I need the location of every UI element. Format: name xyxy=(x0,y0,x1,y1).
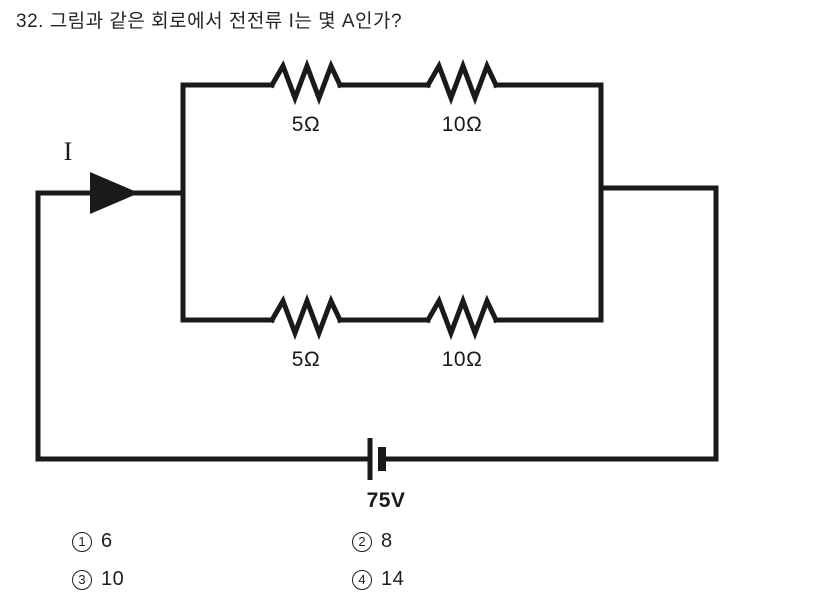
battery-icon xyxy=(367,438,386,480)
answer-option-3[interactable]: 3 10 xyxy=(72,568,124,591)
answer-options: 1 6 2 8 3 10 4 14 xyxy=(0,528,826,610)
voltage-source-label: 75V xyxy=(367,489,406,512)
answer-value-3: 10 xyxy=(101,568,125,590)
resistor-label-top-2: 10Ω xyxy=(442,113,483,136)
resistor-label-bottom-2: 10Ω xyxy=(442,348,483,371)
answer-option-2[interactable]: 2 8 xyxy=(352,530,393,553)
answer-value-4: 14 xyxy=(381,568,405,590)
answer-option-1[interactable]: 1 6 xyxy=(72,530,113,553)
answer-row-1: 1 6 2 8 xyxy=(0,530,826,564)
answer-option-4[interactable]: 4 14 xyxy=(352,568,404,591)
circuit-svg: I 5Ω 10Ω 5Ω 10Ω 75V xyxy=(35,58,719,512)
resistor-bottom-1 xyxy=(268,293,344,341)
resistor-bottom-2 xyxy=(424,293,500,341)
answer-marker-4: 4 xyxy=(352,569,372,590)
answer-value-2: 8 xyxy=(381,530,393,552)
current-label: I xyxy=(64,137,73,166)
current-arrow-icon xyxy=(90,172,139,214)
resistor-label-bottom-1: 5Ω xyxy=(292,348,320,371)
resistor-top-2 xyxy=(424,58,500,106)
question-text: 32. 그림과 같은 회로에서 전전류 I는 몇 A인가? xyxy=(16,11,403,32)
answer-marker-3: 3 xyxy=(72,569,92,590)
resistor-label-top-1: 5Ω xyxy=(292,113,320,136)
answer-row-2: 3 10 4 14 xyxy=(0,568,826,602)
answer-marker-2: 2 xyxy=(352,531,372,552)
answer-marker-1: 1 xyxy=(72,531,92,552)
resistor-top-1 xyxy=(268,58,344,106)
circuit-diagram: I 5Ω 10Ω 5Ω 10Ω 75V xyxy=(0,50,826,520)
answer-value-1: 6 xyxy=(101,530,113,552)
